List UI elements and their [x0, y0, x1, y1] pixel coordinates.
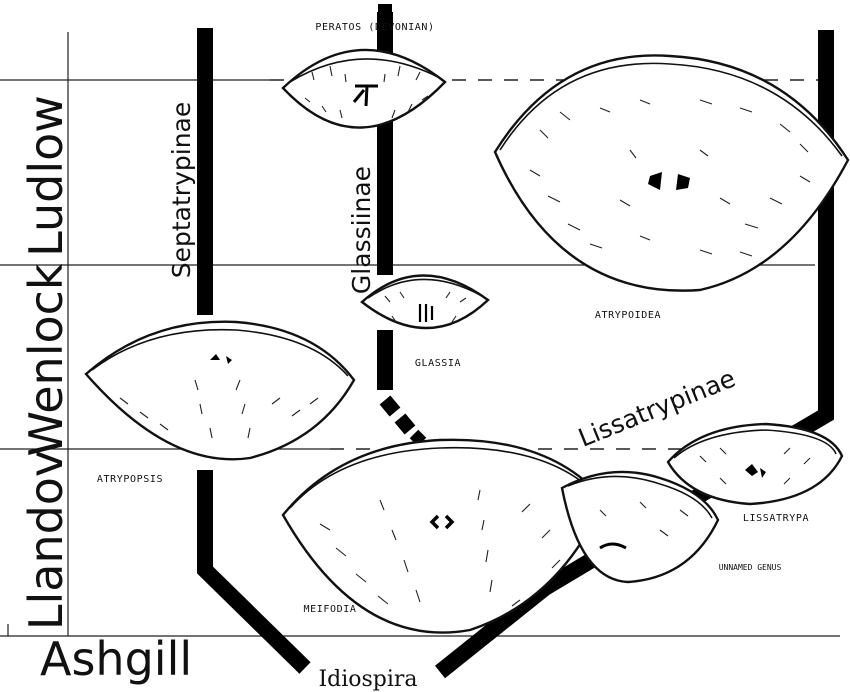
period-label-wenlock: Wenlock	[19, 263, 73, 456]
genus-label-unnamed: UNNAMED GENUS	[719, 563, 782, 572]
atrypopsis-to-idiospira-branch	[197, 470, 311, 674]
unnamed-genus-shell	[560, 470, 720, 584]
genus-label-glassia: GLASSIA	[415, 358, 461, 369]
period-label-llandov: Llandov	[19, 450, 73, 630]
glassiinae-top-mark	[378, 4, 392, 14]
atrypoidea-shell	[493, 54, 850, 292]
genus-label-atrypopsis: ATRYPOPSIS	[97, 474, 163, 485]
clade-label-glassiinae: Glassiinae	[347, 166, 376, 294]
lissatrypa-shell	[666, 422, 844, 506]
genus-label-lissatrypa: LISSATRYPA	[743, 513, 809, 524]
dashed-branch-segment	[394, 413, 416, 435]
genus-label-atrypoidea: ATRYPOIDEA	[595, 310, 661, 321]
clade-label-septatrypinae: Septatrypinae	[167, 102, 196, 278]
genus-label-peratos: PERATOS (DEVONIAN)	[315, 22, 434, 33]
genus-label-meifodia: MEIFODIA	[304, 604, 357, 615]
dashed-branch-segment	[379, 395, 401, 417]
peratos-shell	[281, 48, 447, 129]
root-label-idiospira: Idiospira	[318, 667, 417, 692]
period-label-ludlow: Ludlow	[19, 95, 73, 257]
atrypopsis-shell	[84, 320, 356, 461]
period-label-ashgill: Ashgill	[40, 632, 192, 686]
glassia-shell	[360, 274, 490, 330]
